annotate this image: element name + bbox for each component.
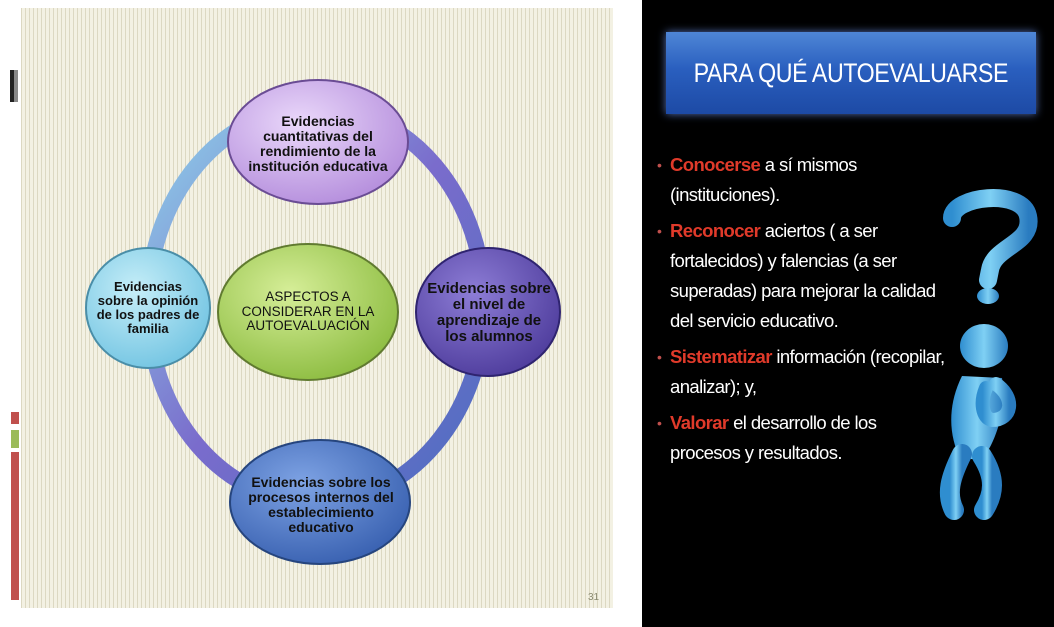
title-banner: PARA QUÉ AUTOEVALUARSE: [666, 32, 1036, 114]
bullet-dot-icon: •: [657, 415, 662, 431]
bullet-dot-icon: •: [657, 157, 662, 173]
right-slide: PARA QUÉ AUTOEVALUARSE • Conocerse a sí …: [642, 0, 1054, 627]
node-bottom-label: Evidencias sobre los procesos internos d…: [248, 473, 394, 536]
slide-side-bar: [11, 412, 19, 600]
node-top-label: Evidencias cuantitativas del rendimiento…: [248, 112, 388, 175]
bullet-text: aciertos ( a ser fortalecidos) y falenci…: [670, 220, 936, 331]
node-top-shape: [227, 79, 409, 205]
node-center-shape: [217, 243, 399, 381]
node-center-label: ASPECTOS A CONSIDERAR EN LA AUTOEVALUACI…: [241, 289, 375, 334]
node-left-label: Evidencias sobre la opinión de los padre…: [96, 278, 200, 337]
bullet-keyword: Valorar: [670, 412, 729, 433]
node-left-shape: [85, 247, 211, 369]
slide-number: 31: [588, 592, 600, 603]
bullet-item: • Conocerse a sí mismos (instituciones).: [656, 150, 946, 210]
node-right-shape: [415, 247, 561, 377]
bullet-text: información (recopilar, analizar); y,: [670, 346, 945, 397]
cycle-diagram: [85, 79, 561, 565]
bullet-list: • Conocerse a sí mismos (instituciones).…: [656, 150, 946, 474]
bullet-keyword: Sistematizar: [670, 346, 772, 367]
node-bottom-shape: [229, 439, 411, 565]
node-right-label: Evidencias sobre el nivel de aprendizaje…: [427, 279, 551, 346]
bullet-dot-icon: •: [657, 349, 662, 365]
left-slide: Evidencias cuantitativas del rendimiento…: [10, 8, 613, 608]
bullet-keyword: Conocerse: [670, 154, 761, 175]
bullet-text: a sí mismos (instituciones).: [670, 154, 857, 205]
bullet-keyword: Reconocer: [670, 220, 761, 241]
bullet-item: • Reconocer aciertos ( a ser fortalecido…: [656, 216, 946, 336]
bullet-dot-icon: •: [657, 223, 662, 239]
bullet-item: • Sistematizar información (recopilar, a…: [656, 342, 946, 402]
slide-marker: [10, 70, 18, 102]
question-mark-thinking-figure-icon: [939, 189, 1038, 520]
slide-title: PARA QUÉ AUTOEVALUARSE: [693, 57, 1009, 88]
bullet-text: el desarrollo de los procesos y resultad…: [670, 412, 877, 463]
bullet-item: • Valorar el desarrollo de los procesos …: [656, 408, 946, 468]
